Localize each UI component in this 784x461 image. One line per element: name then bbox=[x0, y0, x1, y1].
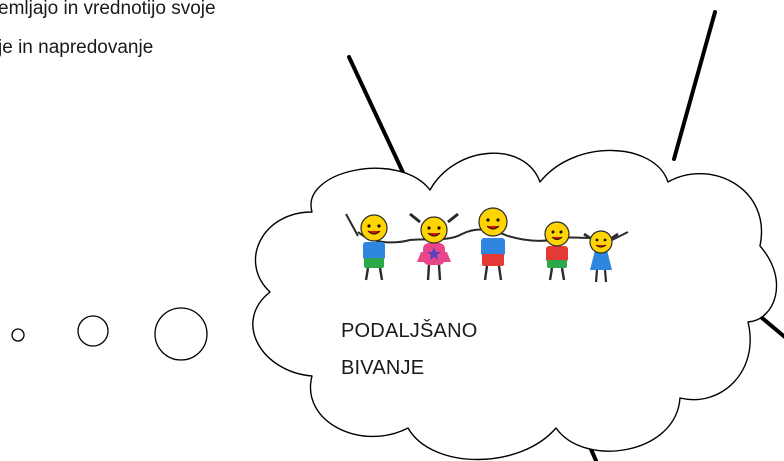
thought-circle-small bbox=[11, 328, 25, 342]
ray-line-upper-right bbox=[672, 10, 717, 161]
child-figure-2 bbox=[409, 212, 459, 281]
child-figure-1 bbox=[345, 213, 388, 281]
thought-circle-large bbox=[154, 307, 208, 361]
thought-bubble-label: PODALJŠANO BIVANJE bbox=[341, 313, 477, 387]
child-figure-5 bbox=[583, 230, 629, 283]
child-figure-4 bbox=[544, 221, 570, 281]
thought-cloud bbox=[252, 149, 778, 461]
body-text-line-2: je in napredovanje bbox=[0, 37, 154, 58]
children-holding-hands-icon bbox=[345, 207, 629, 283]
thought-circle-medium bbox=[77, 315, 109, 347]
thought-bubble-label-line-2: BIVANJE bbox=[341, 357, 425, 379]
child-figure-3 bbox=[478, 207, 508, 281]
thought-bubble-label-line-1: PODALJŠANO bbox=[341, 320, 478, 342]
body-text-line-1: emljajo in vrednotijo svoje bbox=[0, 0, 216, 19]
